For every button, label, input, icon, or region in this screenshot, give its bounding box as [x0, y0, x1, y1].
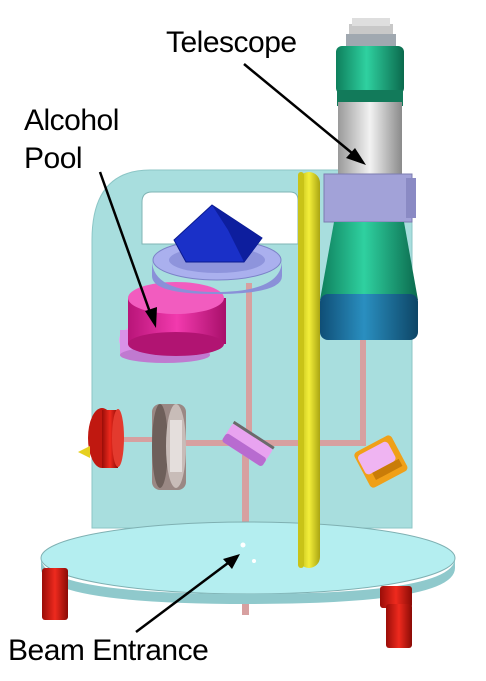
base-legs — [42, 568, 412, 648]
alcohol-pool-label-line2: Pool — [24, 142, 83, 175]
alcohol-pool-label-line1: Alcohol — [24, 104, 119, 137]
alcohol-pool — [119, 282, 226, 363]
leader-lines — [98, 63, 359, 633]
telescope — [320, 18, 418, 340]
yellow-disc — [298, 172, 320, 568]
grating — [152, 404, 186, 490]
base-plate — [40, 521, 456, 595]
beam-entrance-label: Beam Entrance — [8, 634, 209, 667]
telescope-label: Telescope — [166, 26, 297, 59]
orange-mirror-mount — [354, 435, 408, 488]
left-red-mirror — [78, 408, 124, 468]
tilted-mirror — [222, 420, 275, 466]
